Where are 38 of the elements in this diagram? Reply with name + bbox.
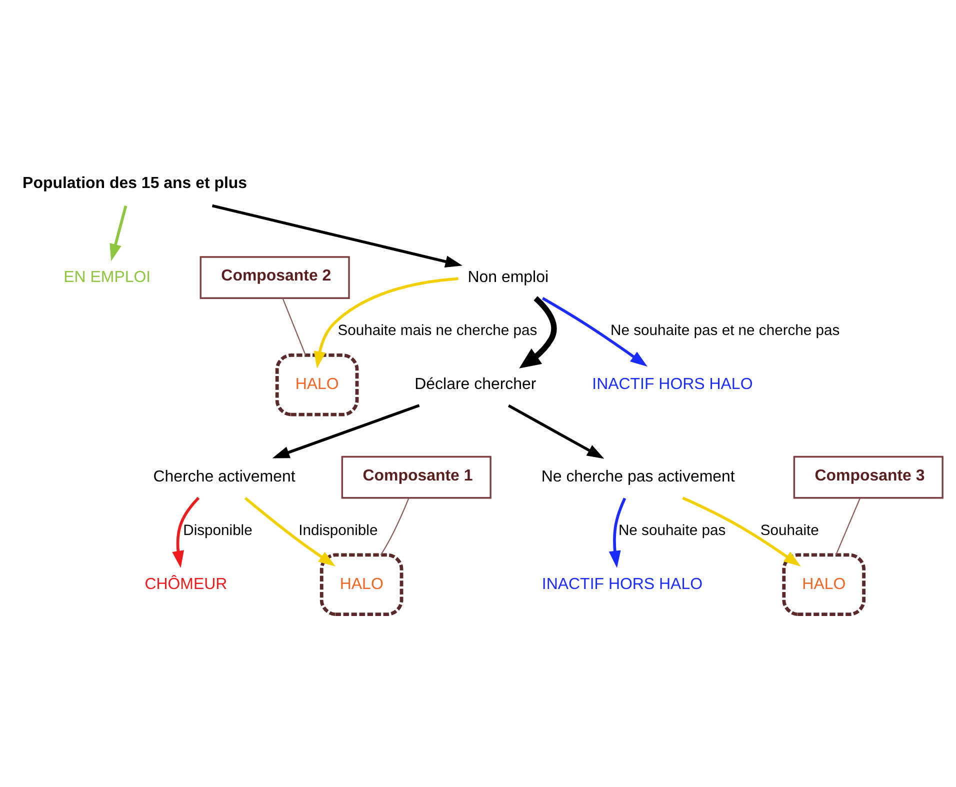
node-text: Cherche activement [153,468,296,486]
node-text: Déclare chercher [414,376,536,393]
node-text: CHÔMEUR [144,575,228,592]
cluster [275,352,359,416]
edge-label: Disponible [183,522,252,538]
edge-label: Ne souhaite pas et ne cherche pas [610,322,840,339]
arrow [172,496,200,568]
edge-label: Souhaite mais ne cherche pas [338,322,538,339]
node-text: Ne cherche pas activement [541,468,735,486]
node-text: EN EMPLOI [64,268,151,286]
edge-label: Indisponible [298,522,378,538]
arrow [519,296,557,368]
arrow [682,496,801,566]
arrow [110,204,128,261]
edge-label: Ne souhaite pas [618,522,726,538]
node-text: HALO [295,376,339,393]
node-text: Population des 15 ans et plus [22,174,248,192]
edge-label: Souhaite [760,522,819,538]
node-text: INACTIF HORS HALO [592,376,753,393]
arrow [244,496,336,566]
arrow [508,404,604,458]
arrow [314,276,458,368]
node-box: Composante 3 [793,455,944,498]
node-text: HALO [340,575,384,592]
connector [282,298,306,355]
arrow [212,204,462,267]
node-box: Composante 1 [341,455,492,498]
node-text: INACTIF HORS HALO [542,575,703,592]
connector [380,497,410,555]
arrow [608,497,626,568]
node-text: HALO [802,575,846,592]
cluster [782,552,866,616]
cluster [320,552,404,616]
arrow [272,404,420,458]
connector [835,498,861,555]
node-box: Composante 2 [200,256,350,298]
node-text: Non emploi [468,268,549,286]
arrow [542,296,648,366]
